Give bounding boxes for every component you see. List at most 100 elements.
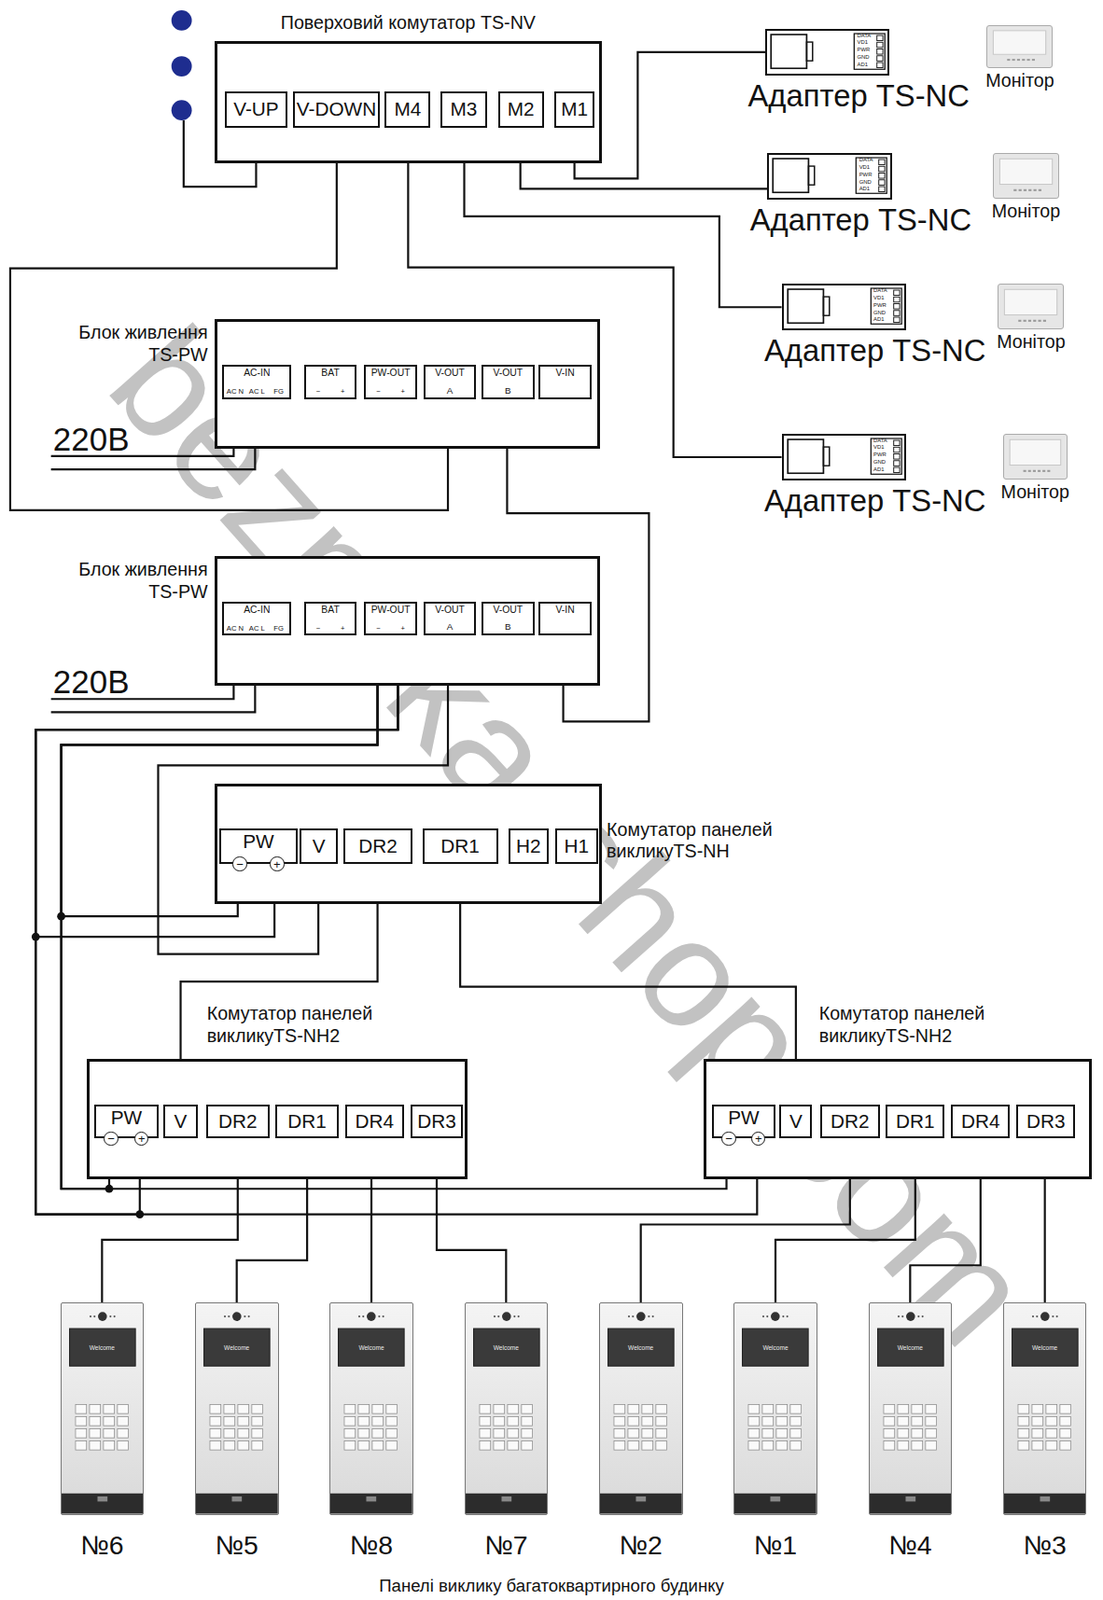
monitor-unit: Монітор (986, 25, 1053, 69)
terminal-block: PW-OUT−+ (363, 601, 417, 636)
terminal-block: DR1 (275, 1104, 339, 1139)
panel-face (330, 1303, 413, 1514)
monitor-unit: Монітор (1003, 433, 1068, 480)
terminal-block: BAT−+ (304, 364, 357, 399)
terminal-label: PW (221, 831, 296, 853)
pin-label: GND (859, 180, 872, 186)
terminal-block: DR4 (345, 1104, 405, 1139)
terminal-block: DR1 (885, 1104, 945, 1139)
terminal-label: DR3 (417, 1112, 457, 1132)
terminal-block: DR2 (343, 828, 412, 865)
polarity-terminal: − (232, 856, 247, 871)
unit-heading: Блок живлення TS-PW (55, 558, 209, 603)
polarity-terminal: + (134, 1131, 149, 1146)
terminal-label: DR1 (440, 837, 480, 857)
unit-heading: Комутатор панелей викликуTS-NH2 (819, 1003, 1014, 1048)
screen-text: Welcome (465, 1329, 548, 1368)
terminal-block: M1 (554, 91, 596, 127)
terminal-label: V-OUT (425, 605, 475, 615)
pin-label: VD1 (856, 40, 867, 46)
panel-number: №5 (215, 1531, 259, 1561)
terminal-block: V (299, 828, 337, 865)
switch-unit: Блок живлення TS-PWAC-INAC NAC LFGBAT−+P… (214, 556, 601, 686)
voltage-label: 220В (53, 665, 130, 699)
terminal-block: H1 (555, 828, 599, 865)
wire (35, 635, 757, 1215)
pin-label: AD1 (859, 186, 870, 193)
terminal-label: BAT (306, 368, 355, 378)
call-panel: Welcome№4 (868, 1302, 953, 1515)
screen-text: Welcome (734, 1329, 817, 1368)
pin-label: AC L (249, 625, 266, 633)
call-panel: Welcome№2 (599, 1302, 684, 1515)
terminal-label: PW-OUT (365, 368, 415, 378)
monitor-label: Монітор (991, 201, 1061, 223)
indicator-dot (171, 99, 193, 121)
terminal-block: V-IN (538, 601, 591, 636)
pin-label: + (340, 625, 345, 633)
terminal-label: V-OUT (483, 368, 532, 378)
call-panel: Welcome№7 (464, 1302, 549, 1515)
call-panel: Welcome№3 (1003, 1302, 1088, 1515)
adapter-label: Адаптер TS-NC (764, 334, 986, 368)
pin-label: + (400, 625, 405, 633)
unit-heading: Комутатор панелей викликуTS-NH2 (207, 1003, 402, 1048)
monitor-screen (987, 26, 1052, 68)
terminal-label: V-UP (233, 99, 279, 120)
polarity-terminal: + (751, 1131, 766, 1146)
terminal-label: V (174, 1112, 188, 1132)
terminal-block: V-UP (224, 91, 289, 127)
panel-face (1004, 1303, 1087, 1514)
terminal-block: DR4 (950, 1104, 1010, 1139)
switch-unit: Блок живлення TS-PWAC-INAC NAC LFGBAT−+P… (214, 319, 601, 449)
pin-label: − (316, 625, 321, 633)
pin-label: FG (273, 625, 284, 633)
terminal-label: DR1 (895, 1112, 936, 1132)
pin-label: − (376, 625, 380, 633)
terminal-block: DR3 (1016, 1104, 1076, 1139)
terminal-block: V-DOWN (293, 91, 380, 127)
terminal-block: BAT−+ (304, 601, 357, 636)
panel-number: №6 (80, 1531, 124, 1561)
panel-face (734, 1303, 817, 1514)
power-terminal: PW−+ (94, 1104, 160, 1139)
adapter-unit: Адаптер TS-NCDATAVD1PWRGNDAD1 (765, 28, 890, 76)
terminal-label: DR3 (1026, 1112, 1066, 1132)
pin-label: AD1 (856, 62, 867, 69)
terminal-label: PW (96, 1107, 158, 1130)
adapter-label: Адаптер TS-NC (750, 203, 972, 238)
power-terminal: PW−+ (219, 828, 298, 865)
polarity-terminal: − (721, 1131, 736, 1146)
polarity-terminal: − (103, 1131, 118, 1146)
terminal-block: V-OUT B (481, 364, 534, 399)
terminal-label: V-IN (540, 605, 589, 615)
pin-label: A (446, 622, 454, 632)
terminal-label: V-IN (540, 368, 589, 378)
adapter-unit: Адаптер TS-NCDATAVD1PWRGNDAD1 (781, 283, 907, 331)
screen-text: Welcome (600, 1329, 683, 1368)
pin-label: FG (273, 388, 284, 396)
terminal-block: DR1 (422, 828, 499, 865)
pin-label: DATA (856, 33, 871, 40)
terminal-label: DR4 (961, 1112, 1001, 1132)
mains-wire (51, 635, 235, 699)
terminal-label: DR4 (354, 1112, 394, 1132)
terminal-block: DR3 (410, 1104, 464, 1139)
terminal-label: V (312, 837, 326, 857)
switch-unit: Комутатор панелей викликуTS-NHPW−+VDR2DR… (214, 783, 603, 905)
wire (574, 52, 766, 180)
terminal-label: H1 (564, 837, 590, 857)
adapter-unit: Адаптер TS-NCDATAVD1PWRGNDAD1 (767, 153, 892, 200)
pin-label: AC N (226, 625, 244, 633)
call-panel: Welcome№8 (329, 1302, 414, 1515)
pin-label: B (504, 386, 512, 396)
terminal-block: V-OUT A (423, 601, 476, 636)
monitor-label: Монітор (985, 70, 1054, 92)
monitor-screen (1004, 434, 1067, 479)
adapter-label: Адаптер TS-NC (764, 484, 986, 518)
pin-label: VD1 (859, 165, 870, 171)
terminal-label: DR2 (358, 837, 398, 857)
panel-face (465, 1303, 548, 1514)
panel-face (869, 1303, 952, 1514)
